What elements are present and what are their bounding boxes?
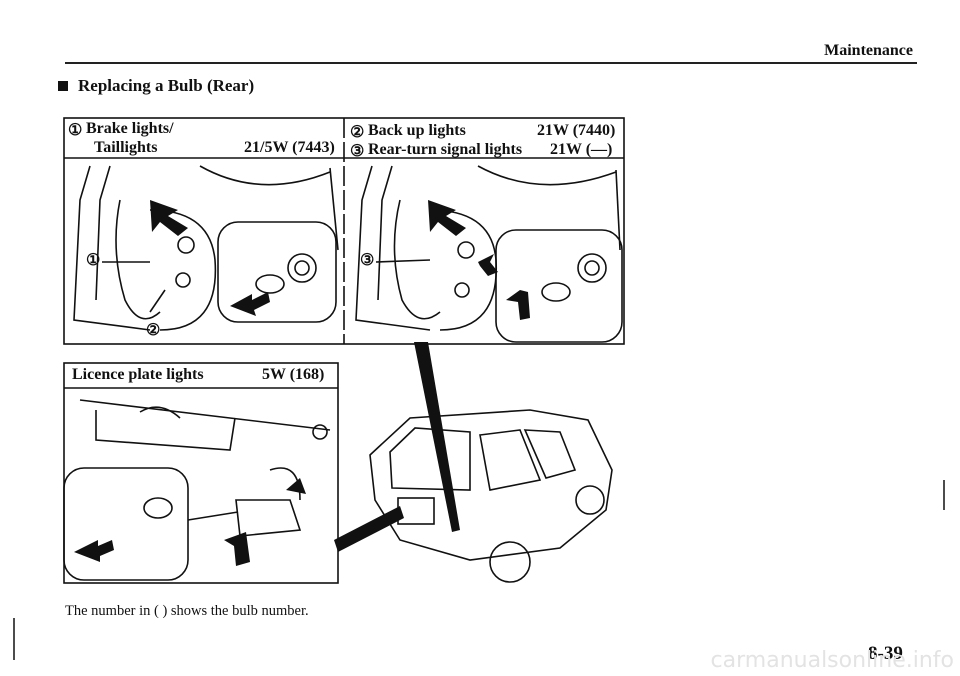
section-title: Replacing a Bulb (Rear) [58, 76, 254, 96]
taillights-label: Taillights [94, 139, 158, 156]
bulb-number-caption: The number in ( ) shows the bulb number. [65, 603, 309, 619]
back-up-lights-spec: 21W (7440) [537, 122, 616, 139]
callout-1: ① [86, 252, 101, 269]
socket-detail-box-left [217, 221, 337, 323]
arrow-icon [478, 254, 498, 276]
arrow-icon [224, 532, 250, 566]
socket-detail-box-licence [63, 467, 189, 581]
rear-turn-label: Rear-turn signal lights [368, 141, 523, 158]
callout-2: ② [146, 322, 161, 339]
socket-detail-box-right [495, 229, 623, 343]
licence-plate-figure-frame [63, 362, 339, 584]
van-body [369, 409, 613, 561]
arrow-icon [428, 200, 466, 236]
brake-lights-marker: ① [68, 122, 83, 139]
watermark-text: carmanualsonline.info [710, 648, 954, 673]
arrow-icon [286, 478, 306, 494]
arrow-icon [506, 290, 530, 320]
rear-turn-marker: ③ [350, 143, 365, 160]
rear-turn-spec: 21W (—) [550, 141, 613, 158]
arrow-icon [74, 540, 114, 562]
licence-plate-lights-spec: 5W (168) [262, 366, 325, 383]
pointer-wedge-taillight [414, 342, 460, 532]
callout-3: ③ [360, 252, 375, 269]
section-title-text: Replacing a Bulb (Rear) [78, 76, 255, 95]
back-up-lights-label: Back up lights [368, 122, 466, 139]
header-rule [65, 62, 917, 64]
bullet-square-icon [58, 81, 68, 91]
arrow-icon [150, 200, 188, 236]
arrow-icon [230, 292, 270, 316]
page-number: 8-39 [868, 643, 903, 664]
back-up-lights-marker: ② [350, 124, 365, 141]
licence-plate-lights-label: Licence plate lights [72, 366, 204, 383]
brake-lights-spec: 21/5W (7443) [244, 139, 335, 156]
brake-lights-label: Brake lights/ [86, 120, 174, 137]
running-header: Maintenance [824, 42, 913, 59]
pointer-wedge-licence [334, 506, 404, 552]
